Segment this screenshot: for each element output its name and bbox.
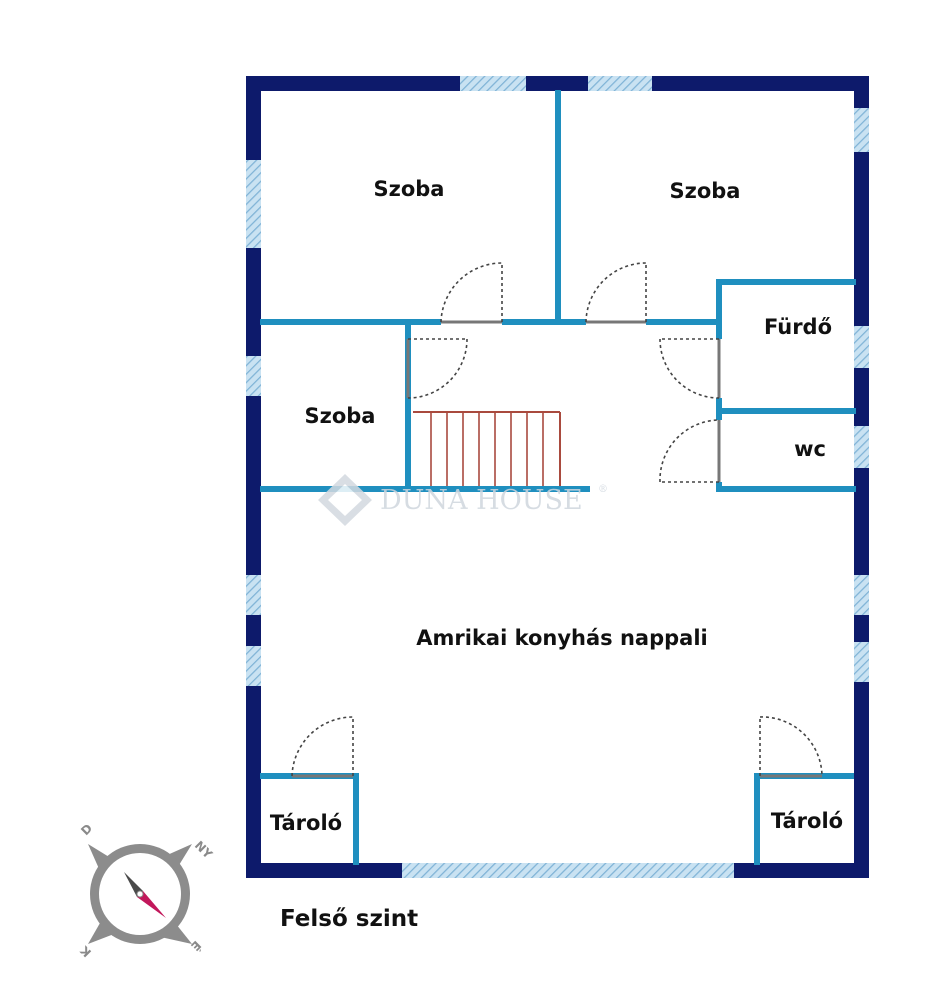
compass-letter-k: K (77, 943, 94, 960)
door-szoba-2 (585, 262, 647, 324)
door-szoba-1 (440, 262, 503, 324)
room-label-furdo: Fürdő (764, 315, 832, 339)
floor-title: Felső szint (280, 906, 419, 932)
room-label-tarolo-left: Tároló (270, 811, 342, 835)
compass-letter-e: É (188, 938, 204, 954)
watermark-mark: ® (598, 484, 608, 495)
door-furdo (659, 338, 721, 399)
watermark-text: DUNA HOUSE (380, 485, 583, 516)
room-label-szoba-1: Szoba (374, 177, 445, 201)
doors (291, 262, 823, 778)
room-label-tarolo-right: Tároló (771, 809, 843, 833)
compass-letter-ny: NY (192, 838, 215, 861)
door-tarolo-right (759, 716, 823, 778)
inner-walls (260, 90, 856, 865)
room-label-szoba-2: Szoba (670, 179, 741, 203)
watermark: DUNA HOUSE ® (318, 474, 608, 526)
compass-letter-d: D (78, 821, 95, 838)
stairs (413, 411, 561, 486)
door-wc (659, 419, 721, 483)
room-label-nappali: Amrikai konyhás nappali (416, 626, 708, 650)
room-label-wc: wc (794, 437, 826, 461)
door-tarolo-left (291, 716, 354, 778)
windows (246, 76, 869, 878)
room-label-szoba-3: Szoba (305, 404, 376, 428)
door-szoba-3 (406, 338, 468, 399)
compass-icon: D NY K É (77, 821, 215, 960)
room-labels: Szoba Szoba Szoba Fürdő wc Amrikai konyh… (270, 177, 843, 835)
